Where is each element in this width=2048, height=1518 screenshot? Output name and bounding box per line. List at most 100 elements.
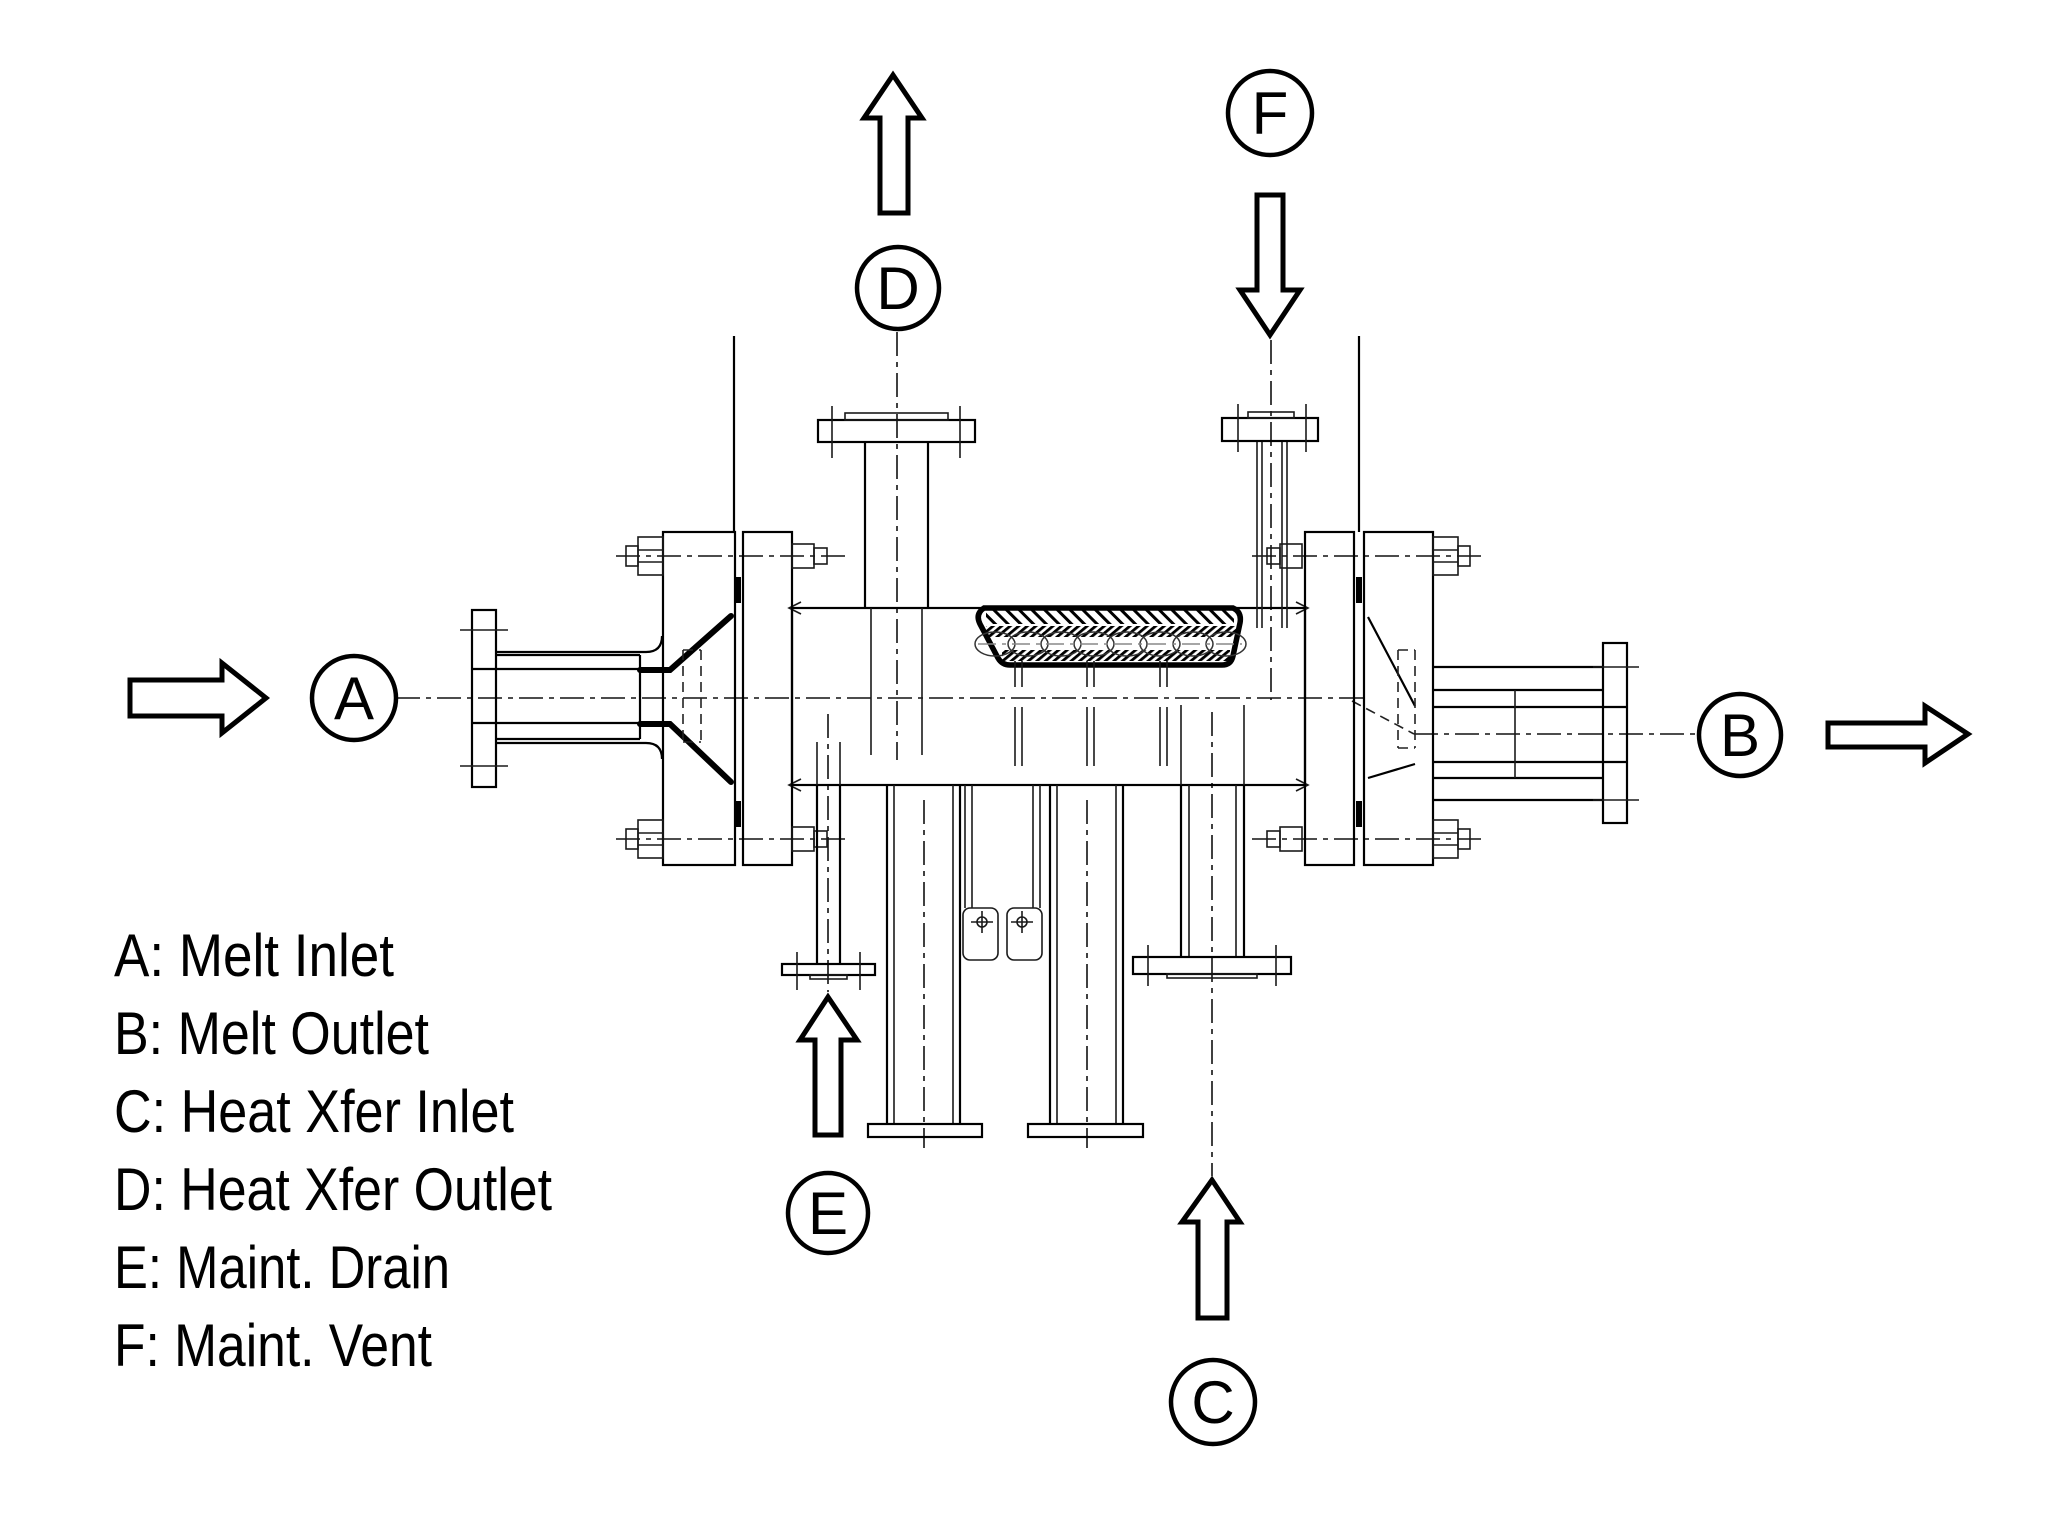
hidden-cone-lines [1397, 649, 1416, 749]
gasket [735, 801, 741, 827]
inlet-cone-upper [637, 613, 734, 673]
port-letter-e: E [808, 1180, 848, 1247]
nozzle-f [1220, 404, 1320, 628]
support-legs [866, 785, 1145, 1139]
port-label-c: C [1168, 1357, 1258, 1447]
axis-offset-transition [1351, 700, 1415, 735]
nozzle-c-bore-lines [1180, 705, 1245, 785]
flow-arrow-d-up-icon [859, 70, 927, 216]
weld-chevron [787, 778, 802, 792]
bolt-tick-marks [1147, 945, 1277, 986]
flow-arrow-c-up-icon [1177, 1175, 1245, 1321]
nozzle-f-pipe [1256, 441, 1288, 628]
leg2-inner [1056, 785, 1117, 1124]
port-label-e: E [785, 1170, 871, 1256]
inlet-flange [470, 608, 498, 789]
flange-plate [741, 530, 794, 867]
nozzle-e-bore-lines [816, 742, 841, 785]
outlet-hub [1433, 665, 1603, 802]
bolt-tick-marks [831, 406, 961, 458]
gasket [1356, 801, 1362, 827]
legend-line-e: E: Maint. Drain [114, 1234, 450, 1301]
port-label-b: B [1696, 691, 1784, 779]
gasket [735, 577, 741, 603]
mixer-hatch-band [986, 610, 1234, 624]
nozzle-c-pipe [1179, 785, 1246, 957]
port-label-a: A [309, 653, 399, 743]
leg2 [1048, 785, 1125, 1124]
legend: A: Melt Inlet B: Melt Outlet C: Heat Xfe… [114, 922, 552, 1379]
nozzle-d-pipe [863, 442, 930, 608]
nozzle-d [816, 406, 977, 608]
outlet-pipe [1433, 688, 1627, 780]
port-letter-b: B [1720, 702, 1760, 769]
flow-arrow-e-up-icon [795, 992, 862, 1138]
inlet-pipe [472, 653, 642, 741]
flange-bolt [625, 819, 828, 859]
nozzle-d-raised-face [844, 412, 949, 421]
port-letter-a: A [334, 665, 374, 732]
legend-line-f: F: Maint. Vent [114, 1312, 432, 1379]
bracket-crosshair [971, 911, 1033, 933]
legend-line-b: B: Melt Outlet [114, 1000, 429, 1067]
hidden-cone-lines [682, 649, 702, 743]
nozzle-c-raised-face [1166, 973, 1258, 979]
mixer-support-rods [1014, 661, 1168, 766]
legend-line-a: A: Melt Inlet [114, 922, 394, 989]
centerlines [396, 332, 1697, 1176]
bolt-tick-marks [1593, 666, 1639, 801]
flange-bolt [625, 536, 828, 576]
port-label-d: D [854, 244, 942, 332]
leg1 [885, 785, 962, 1124]
bolt-tick-marks [1237, 404, 1307, 452]
nozzle-e-pipe [815, 785, 842, 964]
gasket [1356, 577, 1362, 603]
outlet-nozzle-b [1367, 616, 1639, 825]
bolt-tick-marks [460, 629, 508, 767]
leg1-inner [893, 785, 954, 1124]
inlet-nozzle-a [460, 608, 734, 789]
port-letter-c: C [1191, 1369, 1234, 1436]
flow-arrows [127, 70, 1973, 1321]
port-letter-f: F [1252, 80, 1289, 147]
weld-chevron [1295, 601, 1310, 615]
mixer-packing-band [1002, 650, 1230, 661]
legend-line-c: C: Heat Xfer Inlet [114, 1078, 514, 1145]
mounting-bracket [962, 907, 999, 961]
nozzle-e-raised-face [809, 974, 848, 980]
weld-chevron [787, 601, 802, 615]
legend-line-d: D: Heat Xfer Outlet [114, 1156, 552, 1223]
static-mixer-cutaway [974, 605, 1247, 766]
nozzle-e [780, 785, 877, 990]
flow-arrow-b-right-icon [1825, 701, 1973, 768]
leg2-base-plate [1026, 1122, 1145, 1139]
mounting-bracket [1006, 907, 1043, 961]
mixer-packing-band [986, 626, 1236, 637]
port-labels: A B C D E F [309, 68, 1784, 1447]
inlet-cone-lower [637, 721, 734, 785]
flange-plate [1362, 530, 1435, 867]
weld-chevron [1295, 778, 1310, 792]
outlet-flange [1601, 641, 1629, 825]
flange-bolt [1266, 536, 1471, 576]
flow-arrow-a-right-icon [127, 657, 271, 739]
flow-arrow-f-down-icon [1235, 192, 1305, 340]
nozzle-c-pipe-inner [1188, 785, 1237, 957]
inlet-hub-bottom [496, 741, 664, 760]
flange-plate [1303, 530, 1356, 867]
port-label-f: F [1225, 68, 1315, 158]
right-closure-flange [1266, 336, 1471, 867]
port-letter-d: D [876, 255, 919, 322]
leg1-base-plate [866, 1122, 984, 1139]
flange-plate [661, 530, 737, 867]
nozzle-d-bore-lines [870, 608, 923, 755]
nozzle-f-raised-face [1247, 411, 1295, 419]
outlet-cone [1367, 616, 1416, 780]
bolt-tick-marks [796, 952, 861, 990]
left-closure-flange [625, 336, 828, 867]
bracket-hangers [964, 785, 1041, 908]
flange-bolt [1266, 819, 1471, 859]
inlet-hub-top [496, 635, 664, 654]
